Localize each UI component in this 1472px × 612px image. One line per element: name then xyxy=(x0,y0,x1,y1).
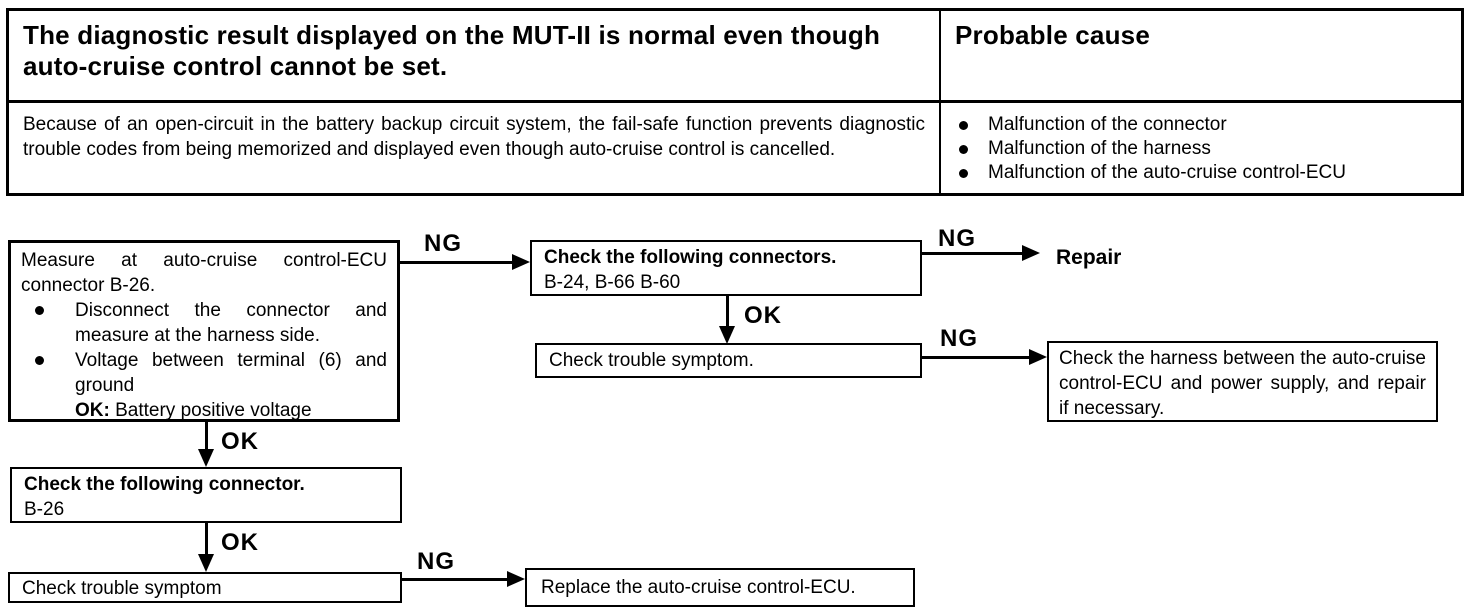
check-connector-box: Check the following connector. B-26 xyxy=(10,467,402,523)
cause-item: Malfunction of the harness xyxy=(955,137,1451,161)
bullet-icon xyxy=(959,121,968,130)
ok-key: OK: xyxy=(75,400,110,421)
arrow-symptom2-to-replace xyxy=(402,571,525,587)
arrow-connector-to-symptom2 xyxy=(198,523,214,572)
check-symptom-1-text: Check trouble symptom. xyxy=(549,350,754,371)
measure-bullet-2: Voltage between terminal (6) and ground xyxy=(21,348,387,398)
check-symptom-2-text: Check trouble symptom xyxy=(22,578,222,599)
cause-text: Malfunction of the connector xyxy=(988,114,1227,135)
bullet-icon xyxy=(959,169,968,178)
measure-ecu-title: Measure at auto-cruise control-ECU conne… xyxy=(21,250,387,296)
measure-bullet-1: Disconnect the connector and measure at … xyxy=(21,298,387,348)
bullet-icon xyxy=(959,145,968,154)
measure-bullet-1-text: Disconnect the connector and measure at … xyxy=(75,300,387,346)
bullet-icon xyxy=(35,356,44,365)
arrow-symptom1-to-harness xyxy=(922,349,1047,365)
arrow-connectors-to-repair xyxy=(922,245,1040,261)
check-symptom-box-2: Check trouble symptom xyxy=(8,572,402,603)
ok-value: Battery positive voltage xyxy=(115,400,312,421)
problem-header-cell: The diagnostic result displayed on the M… xyxy=(9,11,941,103)
causes-list: Malfunction of the connector Malfunction… xyxy=(941,103,1461,193)
check-harness-text: Check the harness between the auto-cruis… xyxy=(1059,348,1426,419)
ok-label-2: OK xyxy=(221,428,259,455)
arrow-measure-to-connector xyxy=(198,422,214,467)
check-connector-title: Check the following connector. xyxy=(24,474,305,495)
cause-text: Malfunction of the auto-cruise control-E… xyxy=(988,162,1346,183)
replace-ecu-box: Replace the auto-cruise control-ECU. xyxy=(525,568,915,607)
ok-label-1: OK xyxy=(744,302,782,329)
ok-label-3: OK xyxy=(221,529,259,556)
arrow-measure-to-connectors xyxy=(400,254,530,270)
cause-item: Malfunction of the auto-cruise control-E… xyxy=(955,161,1451,185)
repair-endpoint: Repair xyxy=(1056,246,1122,269)
ng-label-4: NG xyxy=(417,548,455,575)
arrow-connectors-to-symptom1 xyxy=(719,296,735,344)
ng-label-1: NG xyxy=(424,230,462,257)
diagnostic-table: The diagnostic result displayed on the M… xyxy=(6,8,1464,196)
cause-text: Malfunction of the harness xyxy=(988,138,1211,159)
check-connector-detail: B-26 xyxy=(24,499,65,520)
check-connectors-title: Check the following connectors. xyxy=(544,247,837,268)
measure-ecu-box: Measure at auto-cruise control-ECU conne… xyxy=(8,240,400,422)
ng-label-2: NG xyxy=(938,225,976,252)
check-connectors-box: Check the following connectors. B-24, B-… xyxy=(530,240,922,296)
check-connectors-detail: B-24, B-66 B-60 xyxy=(544,272,681,293)
ng-label-3: NG xyxy=(940,325,978,352)
probable-cause-header-cell: Probable cause xyxy=(941,11,1461,103)
measure-ok-line: OK: Battery positive voltage xyxy=(75,398,387,423)
bullet-icon xyxy=(35,306,44,315)
description-cell: Because of an open-circuit in the batter… xyxy=(9,103,941,193)
cause-item: Malfunction of the connector xyxy=(955,113,1451,137)
check-symptom-box-1: Check trouble symptom. xyxy=(535,343,922,378)
measure-bullet-2-text: Voltage between terminal (6) and ground xyxy=(75,350,387,396)
replace-ecu-text: Replace the auto-cruise control-ECU. xyxy=(541,577,856,598)
check-harness-box: Check the harness between the auto-cruis… xyxy=(1047,341,1438,422)
